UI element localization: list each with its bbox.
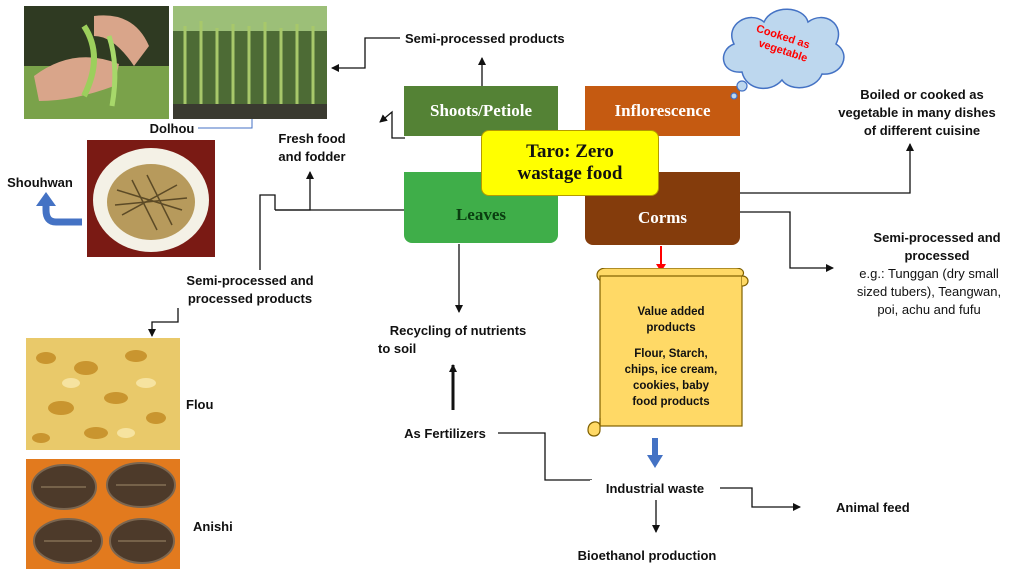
line-down-to-semi-left <box>259 194 276 270</box>
cooked-cloud: Cooked as vegetable <box>722 8 845 100</box>
label-boiled-3: of different cuisine <box>863 123 981 138</box>
label-recycling-2: to soil <box>378 341 417 356</box>
inflorescence-box: Inflorescence <box>585 86 740 136</box>
arrow-waste-to-animal-feed <box>700 487 801 511</box>
label-eg-1: e.g.: Tunggan (dry small <box>859 266 999 281</box>
center-title-box: Taro: Zero wastage food <box>481 130 659 196</box>
label-animal-feed: Animal feed <box>836 500 910 515</box>
scroll-title-1: Value added <box>637 306 705 318</box>
label-fresh-food-1: Fresh food <box>278 131 346 146</box>
scroll-item-1: Flour, Starch, <box>634 348 708 360</box>
shouhwan-photo <box>87 140 215 257</box>
label-as-fertilizers: As Fertilizers <box>404 426 486 441</box>
label-anishi: Anishi <box>193 519 233 534</box>
label-recycling-1: Recycling of nutrients <box>389 323 527 338</box>
scroll-item-3: cookies, baby <box>632 380 710 392</box>
arrow-shoots-to-fresh-food <box>379 110 405 139</box>
arrow-corms-to-semi-right <box>740 211 834 272</box>
scroll-title-2: products <box>646 322 696 334</box>
label-bioethanol: Bioethanol production <box>577 548 717 563</box>
label-semi-proc-left-1: Semi-processed and <box>186 273 314 288</box>
label-semi-processed-products: Semi-processed products <box>405 31 565 46</box>
arrow-to-fresh-food-2 <box>275 171 314 211</box>
value-added-scroll: Value added products Flour, Starch, chip… <box>586 268 752 438</box>
arrow-shouhwan <box>42 204 82 226</box>
label-semi-proc-right-2: processed <box>904 248 970 263</box>
label-eg-2: sized tubers), Teangwan, <box>856 284 1002 299</box>
arrow-semi-left-to-flou <box>148 308 179 337</box>
scroll-item-2: chips, ice cream, <box>624 364 718 376</box>
dolhou-plants-photo <box>173 6 327 119</box>
shoots-petiole-box: Shoots/Petiole <box>404 86 558 136</box>
label-shouhwan: Shouhwan <box>7 175 73 190</box>
label-fresh-food-2: and fodder <box>278 149 346 164</box>
arrow-semi-processed-to-dolhou <box>331 37 400 72</box>
center-title-line1: Taro: Zero <box>526 141 614 162</box>
label-semi-proc-left-2: processed products <box>187 291 313 306</box>
flou-photo <box>26 338 180 450</box>
label-flou: Flou <box>186 397 214 412</box>
label-boiled-1: Boiled or cooked as <box>860 87 984 102</box>
label-industrial-waste: Industrial waste <box>590 480 720 497</box>
label-semi-proc-right-1: Semi-processed and <box>873 230 1001 245</box>
center-title-line2: wastage food <box>517 163 623 184</box>
arrow-dolhou <box>198 118 253 129</box>
line-fertilizers-to-waste <box>498 432 592 481</box>
label-boiled-2: vegetable in many dishes <box>838 105 996 120</box>
scroll-item-4: food products <box>632 396 710 408</box>
dolhou-hand-photo <box>24 6 169 119</box>
arrow-corms-to-boiled <box>740 143 914 194</box>
label-eg-3: poi, achu and fufu <box>877 302 981 317</box>
anishi-photo <box>26 459 180 569</box>
label-dolhou: Dolhou <box>149 121 195 136</box>
